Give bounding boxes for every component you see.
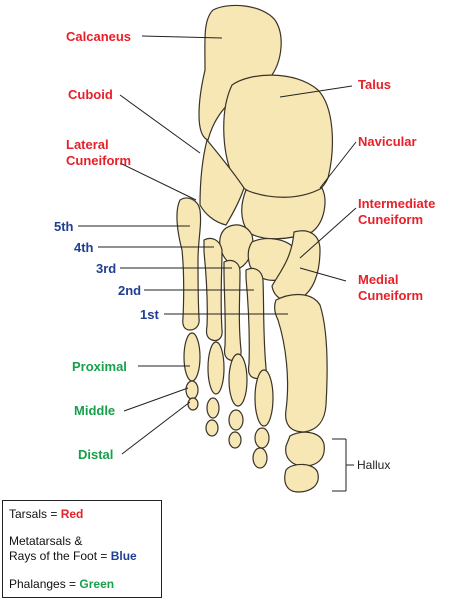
legend-phalanges-text: Phalanges = bbox=[9, 577, 80, 591]
label-proximal: Proximal bbox=[72, 359, 127, 374]
toe4-distal bbox=[205, 419, 219, 437]
label-middle: Middle bbox=[74, 403, 116, 418]
hallux-distal bbox=[284, 463, 319, 493]
label-lateral-cuneiform-line2: Cuneiform bbox=[66, 153, 131, 168]
label-cuboid: Cuboid bbox=[68, 87, 113, 102]
legend-metatarsals-text: Rays of the Foot = bbox=[9, 549, 111, 563]
label-hallux: Hallux bbox=[357, 458, 391, 472]
metatarsal-4 bbox=[203, 237, 223, 342]
hallux-proximal bbox=[285, 431, 325, 467]
label-navicular: Navicular bbox=[358, 134, 417, 149]
legend-box: Tarsals = Red Metatarsals & Rays of the … bbox=[2, 500, 162, 598]
metatarsal-5 bbox=[176, 197, 202, 331]
toe5-distal bbox=[187, 397, 199, 411]
label-intermediate-cuneiform-line1: Intermediate bbox=[358, 196, 436, 211]
label-metatarsal-3rd: 3rd bbox=[96, 261, 117, 276]
metatarsal-2 bbox=[245, 267, 267, 380]
legend-tarsals-color: Red bbox=[60, 507, 84, 521]
toe3-middle bbox=[228, 409, 244, 431]
label-medial-cuneiform-line2: Cuneiform bbox=[358, 288, 423, 303]
toe2-middle bbox=[254, 427, 270, 449]
toe2-distal bbox=[252, 447, 268, 469]
navicular-bone bbox=[241, 187, 326, 240]
toe3-proximal bbox=[228, 353, 248, 407]
label-metatarsal-2nd: 2nd bbox=[118, 283, 142, 298]
legend-tarsals: Tarsals = Red bbox=[9, 507, 83, 521]
toe3-distal bbox=[228, 431, 242, 449]
metatarsal-1 bbox=[274, 294, 328, 433]
label-metatarsal-5th: 5th bbox=[54, 219, 74, 234]
label-intermediate-cuneiform-line2: Cuneiform bbox=[358, 212, 423, 227]
legend-metatarsals-color: Blue bbox=[110, 549, 137, 563]
label-medial-cuneiform-line1: Medial bbox=[358, 272, 399, 287]
toe5-proximal bbox=[183, 332, 201, 382]
label-distal: Distal bbox=[78, 447, 114, 462]
legend-tarsals-text: Tarsals = bbox=[9, 507, 61, 521]
toe4-proximal bbox=[207, 341, 225, 395]
cuboid-bone bbox=[199, 139, 245, 226]
label-lateral-cuneiform-line1: Lateral bbox=[66, 137, 109, 152]
toe5-middle bbox=[185, 380, 199, 400]
legend-phalanges: Phalanges = Green bbox=[9, 577, 114, 591]
legend-metatarsals-line1: Metatarsals & bbox=[9, 534, 83, 548]
toe2-proximal bbox=[254, 369, 274, 427]
label-talus: Talus bbox=[358, 77, 391, 92]
label-metatarsal-1st: 1st bbox=[140, 307, 159, 322]
label-metatarsal-4th: 4th bbox=[74, 240, 94, 255]
legend-metatarsals-line2: Rays of the Foot = Blue bbox=[9, 549, 137, 563]
legend-phalanges-color: Green bbox=[79, 577, 115, 591]
metatarsal-3 bbox=[223, 259, 242, 362]
label-calcaneus: Calcaneus bbox=[66, 29, 132, 44]
toe4-middle bbox=[206, 397, 220, 419]
